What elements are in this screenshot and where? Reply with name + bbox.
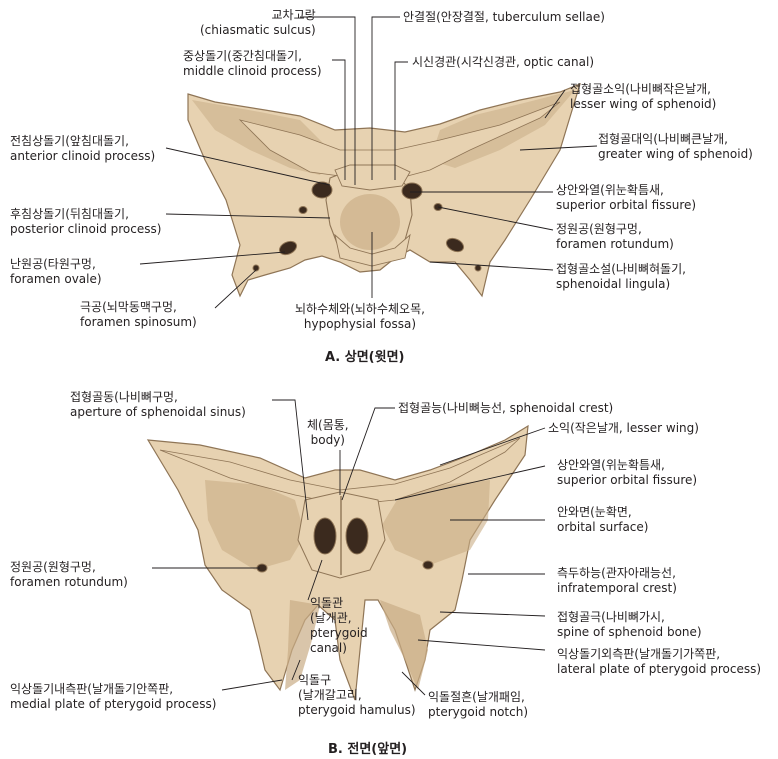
label-spine-of-sphenoid: 접형골극(나비뼈가시, spine of sphenoid bone): [557, 610, 702, 639]
caption-superior-view: A. 상면(윗면): [325, 350, 405, 365]
label-lateral-plate: 익상돌기외측판(날개돌기가쪽판, lateral plate of pteryg…: [557, 647, 762, 676]
label-foramen-rotundum-b: 정원공(원형구멍, foramen rotundum): [10, 560, 128, 589]
optic-canal-right: [401, 182, 423, 200]
optic-canal-left: [311, 181, 333, 199]
pterygoid-plates-right: [380, 600, 428, 690]
label-body: 체(몸통, body): [307, 418, 349, 447]
label-chiasmatic-sulcus: 교차고랑 (chiasmatic sulcus): [200, 8, 316, 37]
orbital-surface-left: [205, 480, 305, 570]
leader-lines: [139, 16, 598, 696]
label-foramen-rotundum-a: 정원공(원형구멍, foramen rotundum): [556, 222, 674, 251]
foramen-rotundum-anterior-right: [422, 560, 434, 570]
hypophysial-fossa-shape: [340, 194, 400, 250]
label-hypophysial-fossa: 뇌하수체와(뇌하수체오목, hypophysial fossa): [295, 302, 425, 331]
label-foramen-spinosum: 극공(뇌막동맥구멍, foramen spinosum): [80, 300, 197, 329]
label-pterygoid-notch: 익돌절흔(날개패임, pterygoid notch): [428, 690, 529, 719]
foramen-spinosum-right: [474, 264, 482, 272]
label-infratemporal-crest: 측두하능(관자아래능선, infratemporal crest): [557, 566, 677, 595]
label-optic-canal: 시신경관(시각신경관, optic canal): [412, 55, 595, 69]
foramen-ovale-left: [278, 240, 298, 256]
lesser-wings-superior: [238, 101, 561, 179]
label-superior-orbital-fissure-b: 상안와열(위눈확틈새, superior orbital fissure): [557, 458, 698, 487]
foramen-ovale-right: [445, 237, 465, 253]
dorsum-sellae-shape: [334, 233, 411, 267]
orbital-surface-right: [382, 480, 490, 565]
sphenoid-superior-view: [187, 82, 581, 298]
label-lesser-wing-sphenoid: 접형골소익(나비뼈작은날개, lesser wing of sphenoid): [570, 82, 717, 111]
pterygoid-plates-left: [285, 600, 320, 690]
label-foramen-ovale: 난원공(타원구멍, foramen ovale): [10, 257, 102, 286]
label-middle-clinoid: 중상돌기(중간침대돌기, middle clinoid process): [183, 49, 322, 78]
label-posterior-clinoid: 후침상돌기(뒤침대돌기, posterior clinoid process): [10, 207, 162, 236]
label-anterior-clinoid: 전침상돌기(앞침대돌기, anterior clinoid process): [10, 134, 156, 163]
label-tuberculum-sellae: 안결절(안장결절, tuberculum sellae): [403, 10, 605, 24]
caption-anterior-view: B. 전면(앞면): [328, 742, 408, 757]
label-sphenoidal-sinus-aperture: 접형골동(나비뼈구멍, aperture of sphenoidal sinus…: [70, 390, 246, 419]
label-superior-orbital-fissure-a: 상안와열(위눈확틈새, superior orbital fissure): [556, 183, 697, 212]
label-sphenoidal-lingula: 접형골소설(나비뼈혀돌기, sphenoidal lingula): [556, 262, 686, 291]
sphenoidal-sinus-left: [313, 517, 337, 555]
tuberculum-shape: [334, 164, 411, 191]
label-orbital-surface: 안와면(눈확면, orbital surface): [557, 505, 649, 534]
label-pterygoid-canal: 익돌관 (날개관, pterygoid canal): [310, 596, 368, 655]
foramen-spinosum-left: [252, 264, 260, 272]
label-lesser-wing: 소익(작은날개, lesser wing): [548, 421, 699, 435]
label-sphenoidal-crest: 접형골능(나비뼈능선, sphenoidal crest): [398, 401, 614, 415]
label-pterygoid-hamulus: 익돌구 (날개갈고리, pterygoid hamulus): [298, 673, 416, 717]
label-medial-plate: 익상돌기내측판(날개돌기안쪽판, medial plate of pterygo…: [10, 682, 217, 711]
sphenoidal-sinus-right: [345, 517, 369, 555]
foramen-rotundum-left: [298, 206, 308, 214]
sphenoid-anterior-view: [146, 424, 529, 701]
lesser-wing-anterior: [159, 437, 521, 506]
label-greater-wing-sphenoid: 접형골대익(나비뼈큰날개, greater wing of sphenoid): [598, 132, 753, 161]
